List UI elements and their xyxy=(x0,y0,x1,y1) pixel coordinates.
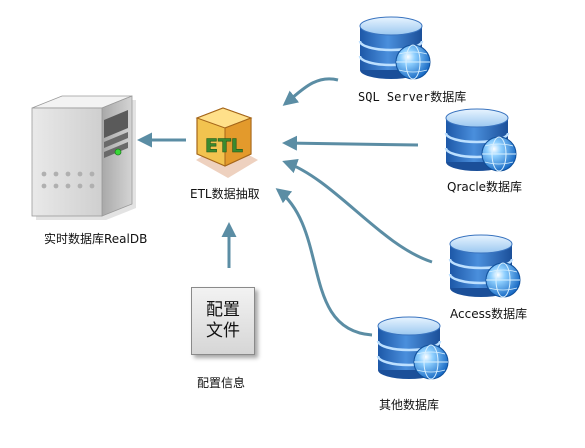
realtime-db-label: 实时数据库RealDB xyxy=(44,232,148,246)
oracle-label: Qracle数据库 xyxy=(447,180,523,194)
etl-logo-icon: ETL xyxy=(195,107,258,178)
arrow-other-to-etl xyxy=(275,188,373,337)
sql-server-label: SQL Server数据库 xyxy=(358,90,467,104)
database-icon-other xyxy=(376,315,450,381)
database-icon-sql-server xyxy=(358,15,432,81)
etl-logo-text: ETL xyxy=(205,135,243,157)
config-box-line2: 文件 xyxy=(206,321,240,341)
server-icon xyxy=(31,95,136,220)
config-file-document: 配置 文件 xyxy=(191,287,255,355)
etl-label: ETL数据抽取 xyxy=(190,187,260,201)
database-icon-access xyxy=(448,233,522,299)
arrow-access-to-etl xyxy=(282,159,433,264)
config-box-line1: 配置 xyxy=(206,300,240,320)
database-icon-oracle xyxy=(444,107,518,173)
other-db-label: 其他数据库 xyxy=(379,398,440,412)
arrow-sqlserver-to-etl xyxy=(282,77,339,106)
access-label: Access数据库 xyxy=(450,307,528,321)
config-info-label: 配置信息 xyxy=(197,376,246,390)
arrow-oracle-to-etl xyxy=(282,135,419,151)
